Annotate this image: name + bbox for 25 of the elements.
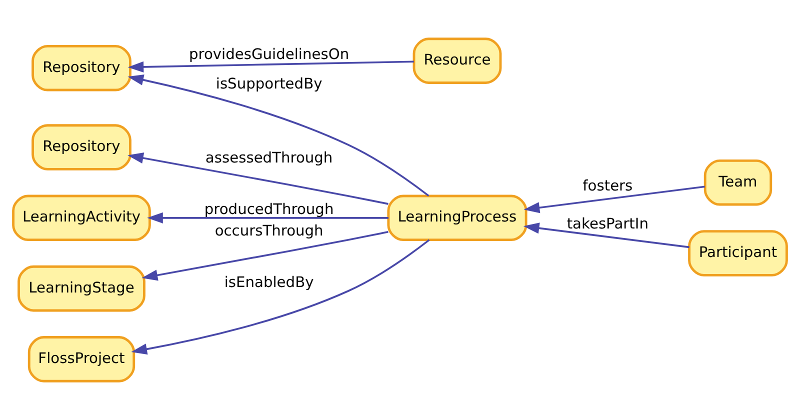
edge-label: isSupportedBy — [216, 74, 322, 92]
arrow — [147, 212, 388, 223]
arrow — [131, 238, 430, 354]
arrow — [128, 60, 414, 72]
node-box: Repository — [32, 124, 132, 170]
edge-label: takesPartIn — [566, 214, 648, 232]
arrow — [524, 185, 705, 213]
node-box: FlossProject — [28, 336, 136, 382]
arrow — [128, 74, 430, 196]
arrow — [523, 222, 690, 248]
edge-label: assessedThrough — [205, 149, 333, 166]
node-box: Participant — [688, 230, 788, 276]
edge-label: occursThrough — [214, 222, 324, 240]
node-box: LearningProcess — [387, 194, 528, 241]
node-box: Resource — [412, 37, 502, 84]
node-box: LearningStage — [18, 264, 146, 312]
edge-label: producedThrough — [204, 200, 334, 218]
node-box: Repository — [32, 44, 132, 91]
node-box: LearningActivity — [12, 194, 151, 241]
arrow — [128, 152, 388, 204]
edge-label: fosters — [582, 177, 633, 194]
node-box: Team — [704, 158, 772, 206]
edge-label: isEnabledBy — [224, 273, 314, 290]
edge-label: providesGuidelinesOn — [189, 46, 350, 63]
arrow — [142, 230, 388, 280]
